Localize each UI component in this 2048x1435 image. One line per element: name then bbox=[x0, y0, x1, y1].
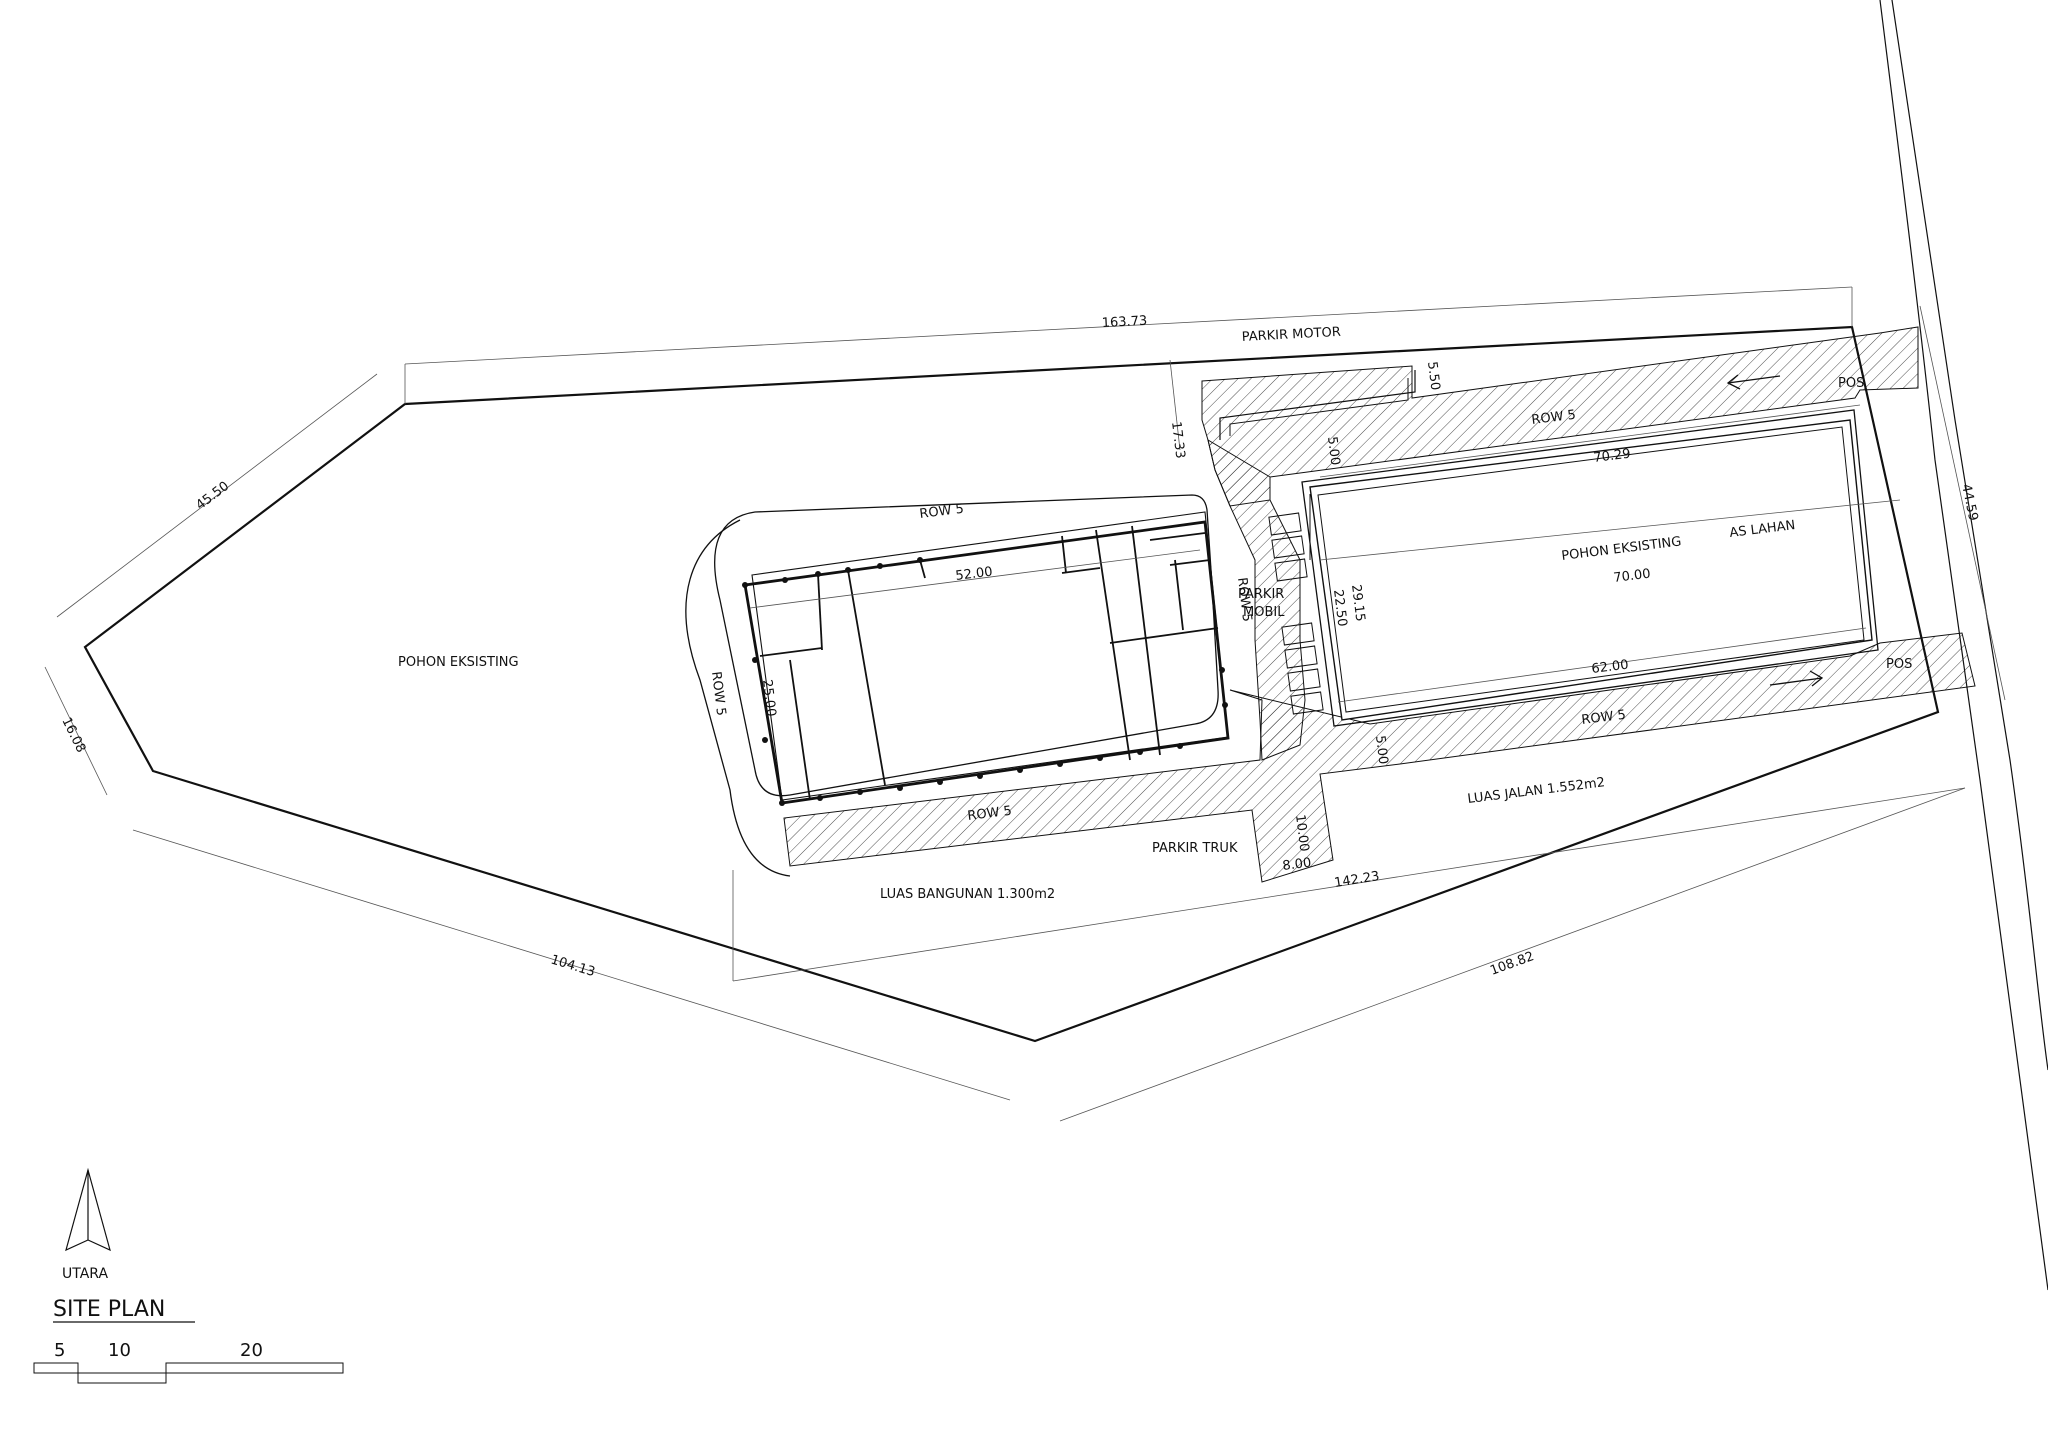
right-plot-interior bbox=[1309, 419, 1873, 721]
dim-62-00: 62.00 bbox=[1591, 658, 1630, 677]
dim-8-00: 8.00 bbox=[1282, 856, 1313, 874]
dim-44-59: 44.59 bbox=[1958, 483, 1980, 523]
label-row-building-bottom: ROW 5 bbox=[967, 804, 1013, 824]
dim-25-00: 25.00 bbox=[759, 679, 778, 718]
traffic-arrows bbox=[1726, 374, 1824, 687]
label-parkir-truk: PARKIR TRUK bbox=[1152, 841, 1238, 856]
label-row-bottom-road: ROW 5 bbox=[1581, 708, 1627, 728]
scale-label-20: 20 bbox=[240, 1340, 263, 1361]
main-road-edge-left bbox=[1879, 0, 2048, 1291]
dim-17-33: 17.33 bbox=[1168, 421, 1187, 460]
dim-22-50: 22.50 bbox=[1330, 589, 1349, 628]
label-row-building-top: ROW 5 bbox=[919, 502, 965, 522]
scale-bar bbox=[33, 1321, 344, 1384]
label-parkir-motor: PARKIR MOTOR bbox=[1241, 325, 1341, 345]
label-parkir-mobil-2: MOBIL bbox=[1243, 605, 1285, 620]
car-parking-stalls bbox=[1268, 512, 1324, 715]
building bbox=[743, 520, 1230, 805]
column-markers bbox=[742, 557, 1228, 806]
dim-45-50: 45.50 bbox=[193, 479, 232, 513]
main-road-edge-right bbox=[1891, 0, 2048, 1071]
building-outline bbox=[743, 520, 1230, 805]
dim-52-00: 52.00 bbox=[955, 565, 994, 584]
dim-104-13: 104.13 bbox=[549, 952, 597, 980]
label-row-building-left: ROW 5 bbox=[708, 671, 728, 717]
dim-163-73: 163.73 bbox=[1101, 314, 1147, 331]
label-parkir-mobil-1: PARKIR bbox=[1238, 587, 1284, 602]
dim-5-50: 5.50 bbox=[1424, 361, 1442, 392]
site-plan-title: SITE PLAN bbox=[53, 1297, 165, 1322]
scale-label-5: 5 bbox=[54, 1340, 65, 1361]
north-label: UTARA bbox=[62, 1266, 108, 1282]
motorcycle-parking bbox=[1219, 370, 1416, 440]
dimension-lines bbox=[44, 286, 2006, 1122]
dim-108-82: 108.82 bbox=[1488, 949, 1536, 979]
dim-10-00: 10.00 bbox=[1292, 814, 1311, 853]
north-arrow-icon bbox=[65, 1167, 111, 1252]
label-row-top-road: ROW 5 bbox=[1531, 408, 1577, 428]
dim-5-00-bottom: 5.00 bbox=[1372, 735, 1390, 766]
scale-label-10: 10 bbox=[108, 1340, 131, 1361]
label-pos-bottom: POS bbox=[1886, 657, 1912, 672]
label-pohon-eksisting-left: POHON EKSISTING bbox=[398, 655, 519, 670]
right-plot bbox=[1301, 409, 1879, 727]
dim-70-00: 70.00 bbox=[1613, 567, 1652, 586]
dim-142-23: 142.23 bbox=[1333, 869, 1380, 891]
access-road-hatch bbox=[763, 326, 1976, 883]
dim-5-00-top: 5.00 bbox=[1324, 436, 1342, 467]
dim-29-15: 29.15 bbox=[1348, 584, 1367, 623]
vertical-road-hatch bbox=[1207, 438, 1306, 761]
dim-70-29: 70.29 bbox=[1593, 447, 1632, 466]
dim-16-08: 16.08 bbox=[58, 715, 88, 755]
label-row-vertical: ROW 5 bbox=[1234, 577, 1254, 623]
label-pos-top: POS bbox=[1838, 376, 1864, 391]
label-luas-jalan: LUAS JALAN 1.552m2 bbox=[1467, 775, 1606, 807]
building-ring-interior bbox=[763, 515, 1228, 790]
label-luas-bangunan: LUAS BANGUNAN 1.300m2 bbox=[880, 887, 1055, 902]
